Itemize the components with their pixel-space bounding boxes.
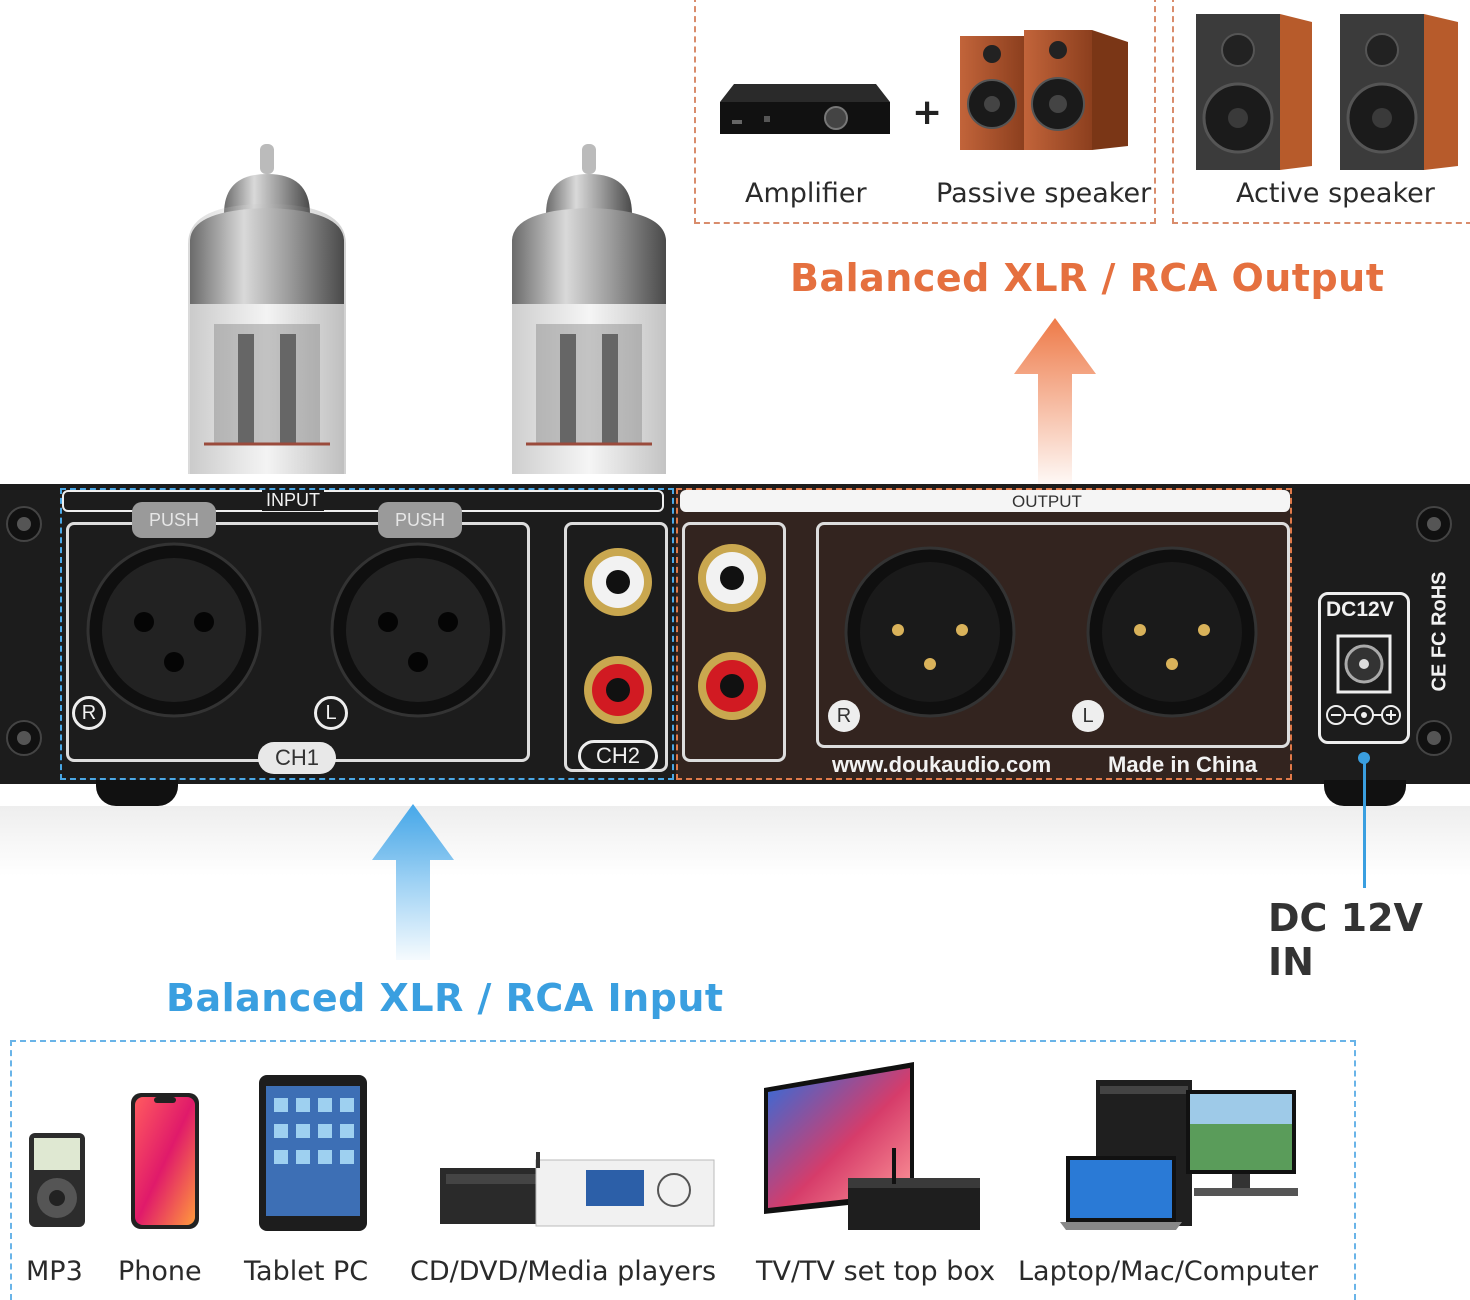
passive-speaker-icon xyxy=(960,30,1128,150)
active-speaker-label: Active speaker xyxy=(1236,178,1435,209)
dc-jack-icon[interactable] xyxy=(1336,634,1392,694)
input-devices-box xyxy=(10,1040,1356,1300)
foot-left xyxy=(96,780,178,806)
xlr-output-plate xyxy=(816,522,1290,748)
rca-input-jack-white[interactable] xyxy=(582,546,654,618)
dc-callout-dot xyxy=(1358,752,1370,764)
output-right-marker: R xyxy=(828,700,860,732)
active-speaker-icon xyxy=(1196,14,1458,170)
input-region xyxy=(60,488,674,780)
computer-label: Laptop/Mac/Computer xyxy=(1018,1256,1319,1287)
computer-icon xyxy=(1060,1080,1298,1230)
right-channel-marker: R xyxy=(72,696,106,730)
xlr-output-jack-right[interactable] xyxy=(842,544,1018,720)
dc-in-label: DC 12V IN xyxy=(1268,896,1423,984)
input-arrow-icon xyxy=(372,804,454,960)
screw-icon xyxy=(1416,506,1452,542)
ch1-label: CH1 xyxy=(258,742,336,774)
output-devices-box xyxy=(694,0,1156,224)
rca-output-plate xyxy=(682,522,786,762)
input-header-label: INPUT xyxy=(262,490,324,511)
tv-icon xyxy=(764,1062,980,1230)
phone-label: Phone xyxy=(118,1256,202,1287)
rca-output-jack-red[interactable] xyxy=(696,650,768,722)
tablet-label: Tablet PC xyxy=(244,1256,369,1287)
mp3-player-icon xyxy=(29,1133,85,1227)
rca-input-jack-red[interactable] xyxy=(582,654,654,726)
input-title: Balanced XLR / RCA Input xyxy=(166,976,724,1020)
active-speaker-box xyxy=(1172,0,1470,224)
tv-label: TV/TV set top box xyxy=(756,1256,996,1287)
push-latch-right[interactable]: PUSH xyxy=(132,502,216,538)
made-in-label: Made in China xyxy=(1108,752,1258,777)
passive-speaker-label: Passive speaker xyxy=(936,178,1152,209)
panel-reflection xyxy=(0,806,1470,876)
xlr-input-jack-right[interactable] xyxy=(84,540,264,720)
media-player-label: CD/DVD/Media players xyxy=(410,1256,717,1287)
output-title: Balanced XLR / RCA Output xyxy=(790,256,1385,300)
screw-icon xyxy=(6,506,42,542)
dc-callout-line xyxy=(1363,758,1366,888)
amplifier-label: Amplifier xyxy=(745,178,867,209)
push-label: PUSH xyxy=(394,510,445,530)
rca-output-jack-white[interactable] xyxy=(696,542,768,614)
media-player-icon xyxy=(440,1152,715,1227)
screw-icon xyxy=(6,720,42,756)
dc-jack-plate xyxy=(1318,592,1410,744)
screw-icon xyxy=(1416,720,1452,756)
certification-marks: CE FC RoHS xyxy=(1428,571,1451,692)
output-arrow-icon xyxy=(1014,318,1096,484)
vacuum-tube-right xyxy=(512,144,666,474)
plus-sign: + xyxy=(912,92,943,133)
output-header-bar xyxy=(680,490,1290,512)
left-channel-marker: L xyxy=(314,696,348,730)
phone-icon xyxy=(131,1093,199,1229)
ch2-label: CH2 xyxy=(578,740,658,772)
push-label: PUSH xyxy=(148,510,199,530)
output-left-marker: L xyxy=(1072,700,1104,732)
tablet-icon xyxy=(259,1075,367,1231)
vacuum-tube-left xyxy=(188,144,346,474)
amplifier-icon xyxy=(720,84,890,134)
polarity-icon xyxy=(1326,705,1401,725)
xlr-input-jack-left[interactable] xyxy=(328,540,508,720)
output-header-label: OUTPUT xyxy=(1012,492,1082,511)
website-label: www.doukaudio.com xyxy=(832,752,1052,777)
input-header-bar xyxy=(62,490,664,512)
dc-jack-label: DC12V xyxy=(1326,598,1394,621)
xlr-output-jack-left[interactable] xyxy=(1084,544,1260,720)
push-latch-left[interactable]: PUSH xyxy=(378,502,462,538)
mp3-label: MP3 xyxy=(26,1256,83,1287)
